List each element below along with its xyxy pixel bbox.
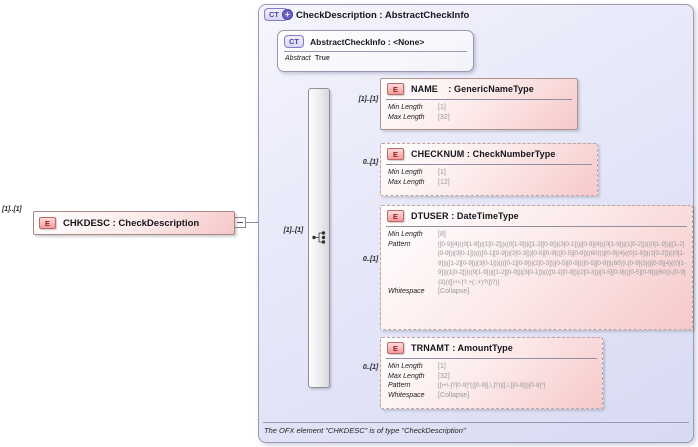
divider xyxy=(386,99,572,100)
facet-value: [1] xyxy=(438,104,446,111)
divider xyxy=(386,226,687,227)
facet-value: [Collapse] xyxy=(438,391,470,399)
facet-name: Min Length xyxy=(388,363,423,370)
element-icon-label: E xyxy=(392,211,398,221)
facet-name: Pattern xyxy=(388,382,411,389)
element-icon: E xyxy=(387,342,404,354)
facet-row: Min Length [1] xyxy=(388,362,599,372)
complex-type-title: CheckDescription : AbstractCheckInfo xyxy=(296,10,470,21)
element-icon-label: E xyxy=(392,84,398,94)
facet-row: Pattern [[0-9]{4}((0[1-9])|(1[0-2]))((0[… xyxy=(388,240,689,288)
trnamt-cardinality: 0..[1] xyxy=(362,364,378,371)
sequence-compositor[interactable] xyxy=(308,88,330,388)
element-title: CHECKNUM : CheckNumberType xyxy=(411,149,556,159)
facet-value: [Collapse] xyxy=(438,288,470,295)
facet-row: Min Length [1] xyxy=(388,168,594,178)
complex-type-icon: CT + xyxy=(264,8,293,21)
facet-name: Abstract xyxy=(285,55,311,62)
facet-name: Max Length xyxy=(388,372,425,380)
facet-value: [1] xyxy=(438,363,446,370)
element-title: CHKDESC : CheckDescription xyxy=(63,217,200,229)
facet-value: [32] xyxy=(438,372,450,380)
facet-name: Whitespace xyxy=(388,288,425,295)
facet-value: [[0-9]{4}((0[1-9])|(1[0-2]))((0[1-9])|([… xyxy=(438,240,686,286)
divider xyxy=(386,358,597,359)
sequence-icon xyxy=(312,231,326,244)
facet-value: [[\+\-]?[0-9]*(([0-9][,\.]?)|([,\.][0-9]… xyxy=(438,382,546,389)
facet-name: Min Length xyxy=(388,104,423,111)
element-icon-label: E xyxy=(392,343,398,353)
sequence-cardinality: [1]..[1] xyxy=(283,227,304,234)
element-box-chkdesc[interactable]: E CHKDESC : CheckDescription xyxy=(33,211,235,235)
divider xyxy=(386,164,592,165)
element-icon: E xyxy=(39,217,56,229)
facet-row: Abstract True xyxy=(278,52,473,62)
facet-name: Max Length xyxy=(388,178,425,186)
element-title: DTUSER : DateTimeType xyxy=(411,211,519,221)
checknum-cardinality: 0..[1] xyxy=(362,159,378,166)
facet-value: [32] xyxy=(438,113,450,121)
base-type-box[interactable]: CT AbstractCheckInfo : <None> Abstract T… xyxy=(277,30,474,72)
element-icon: E xyxy=(387,83,404,95)
element-icon: E xyxy=(387,210,404,222)
facet-row: Pattern [[\+\-]?[0-9]*(([0-9][,\.]?)|([,… xyxy=(388,381,599,391)
ct-icon-label: CT xyxy=(269,10,279,19)
facet-name: Max Length xyxy=(388,113,425,121)
facet-row: Max Length [32] xyxy=(388,113,574,123)
root-cardinality: [1]..[1] xyxy=(2,206,22,213)
element-box-name[interactable]: E NAME : GenericNameType Min Length [1] … xyxy=(380,78,578,130)
element-box-dtuser[interactable]: E DTUSER : DateTimeType Min Length [8] P… xyxy=(380,205,693,330)
plus-icon: + xyxy=(282,9,293,20)
facet-name: Whitespace xyxy=(388,391,425,399)
element-title: TRNAMT : AmountType xyxy=(411,343,513,353)
element-title: NAME : GenericNameType xyxy=(411,84,534,94)
ct-icon-label: CT xyxy=(289,37,299,46)
divider xyxy=(284,51,467,52)
name-cardinality: [1]..[1] xyxy=(358,96,379,103)
footer-divider xyxy=(263,422,689,423)
dtuser-cardinality: 0..[1] xyxy=(362,256,378,263)
element-icon-label: E xyxy=(44,218,50,228)
facet-name: Min Length xyxy=(388,169,423,176)
facet-row: Whitespace [Collapse] xyxy=(388,287,689,297)
element-box-checknum[interactable]: E CHECKNUM : CheckNumberType Min Length … xyxy=(380,143,598,196)
element-box-trnamt[interactable]: E TRNAMT : AmountType Min Length [1] Max… xyxy=(380,337,603,409)
facet-row: Max Length [32] xyxy=(388,372,599,382)
facet-row: Min Length [8] xyxy=(388,230,689,240)
facet-value: True xyxy=(315,55,330,62)
facet-value: [1] xyxy=(438,169,446,176)
footer-annotation: The OFX element "CHKDESC" is of type "Ch… xyxy=(264,426,466,435)
element-icon-label: E xyxy=(392,149,398,159)
facet-row: Whitespace [Collapse] xyxy=(388,391,599,401)
ct-icon: CT xyxy=(284,35,304,48)
facet-value: [8] xyxy=(438,231,446,238)
base-type-title: AbstractCheckInfo : <None> xyxy=(310,36,425,47)
facet-row: Min Length [1] xyxy=(388,103,574,113)
facet-name: Pattern xyxy=(388,240,411,248)
facet-value: [12] xyxy=(438,178,450,186)
element-icon: E xyxy=(387,148,404,160)
facet-name: Min Length xyxy=(388,231,423,238)
facet-row: Max Length [12] xyxy=(388,178,594,188)
